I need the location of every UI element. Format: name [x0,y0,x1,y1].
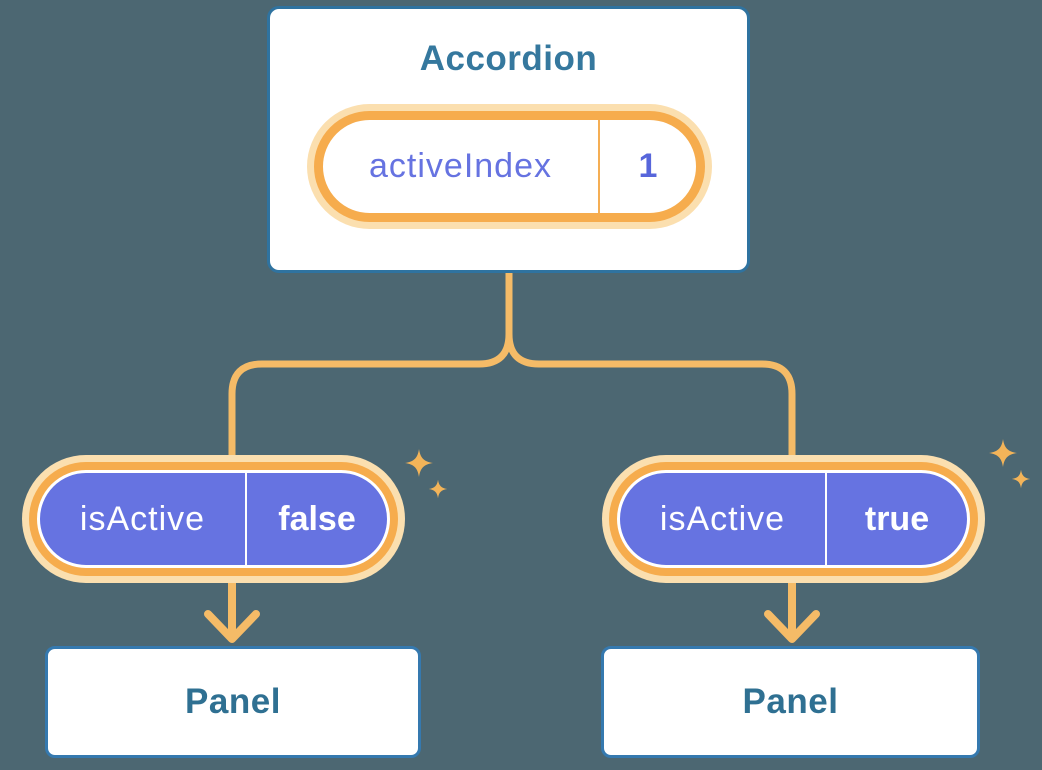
panel-component-card: Panel [45,646,421,758]
connector-right-branch [505,269,796,460]
arrow-down-icon [764,574,820,643]
prop-pill-isactive-true: isActive true [617,470,970,568]
prop-name-label: isActive [79,499,206,538]
prop-value-label: false [278,499,356,538]
state-value-label: 1 [638,147,658,185]
pill-divider [825,473,827,565]
state-pill-activeindex: activeIndex 1 [314,111,705,222]
sparkle-icon [989,439,1031,489]
arrow-down-icon [204,574,260,643]
pill-divider [598,120,600,213]
connector-left-branch [228,269,513,460]
panel-component-card: Panel [601,646,980,758]
state-name-label: activeIndex [369,147,552,185]
component-title: Accordion [419,39,598,78]
prop-name-label: isActive [659,499,786,538]
sparkle-icon [405,449,448,499]
prop-pill-isactive-false: isActive false [37,470,390,568]
pill-divider [245,473,247,565]
prop-value-label: true [864,499,930,538]
